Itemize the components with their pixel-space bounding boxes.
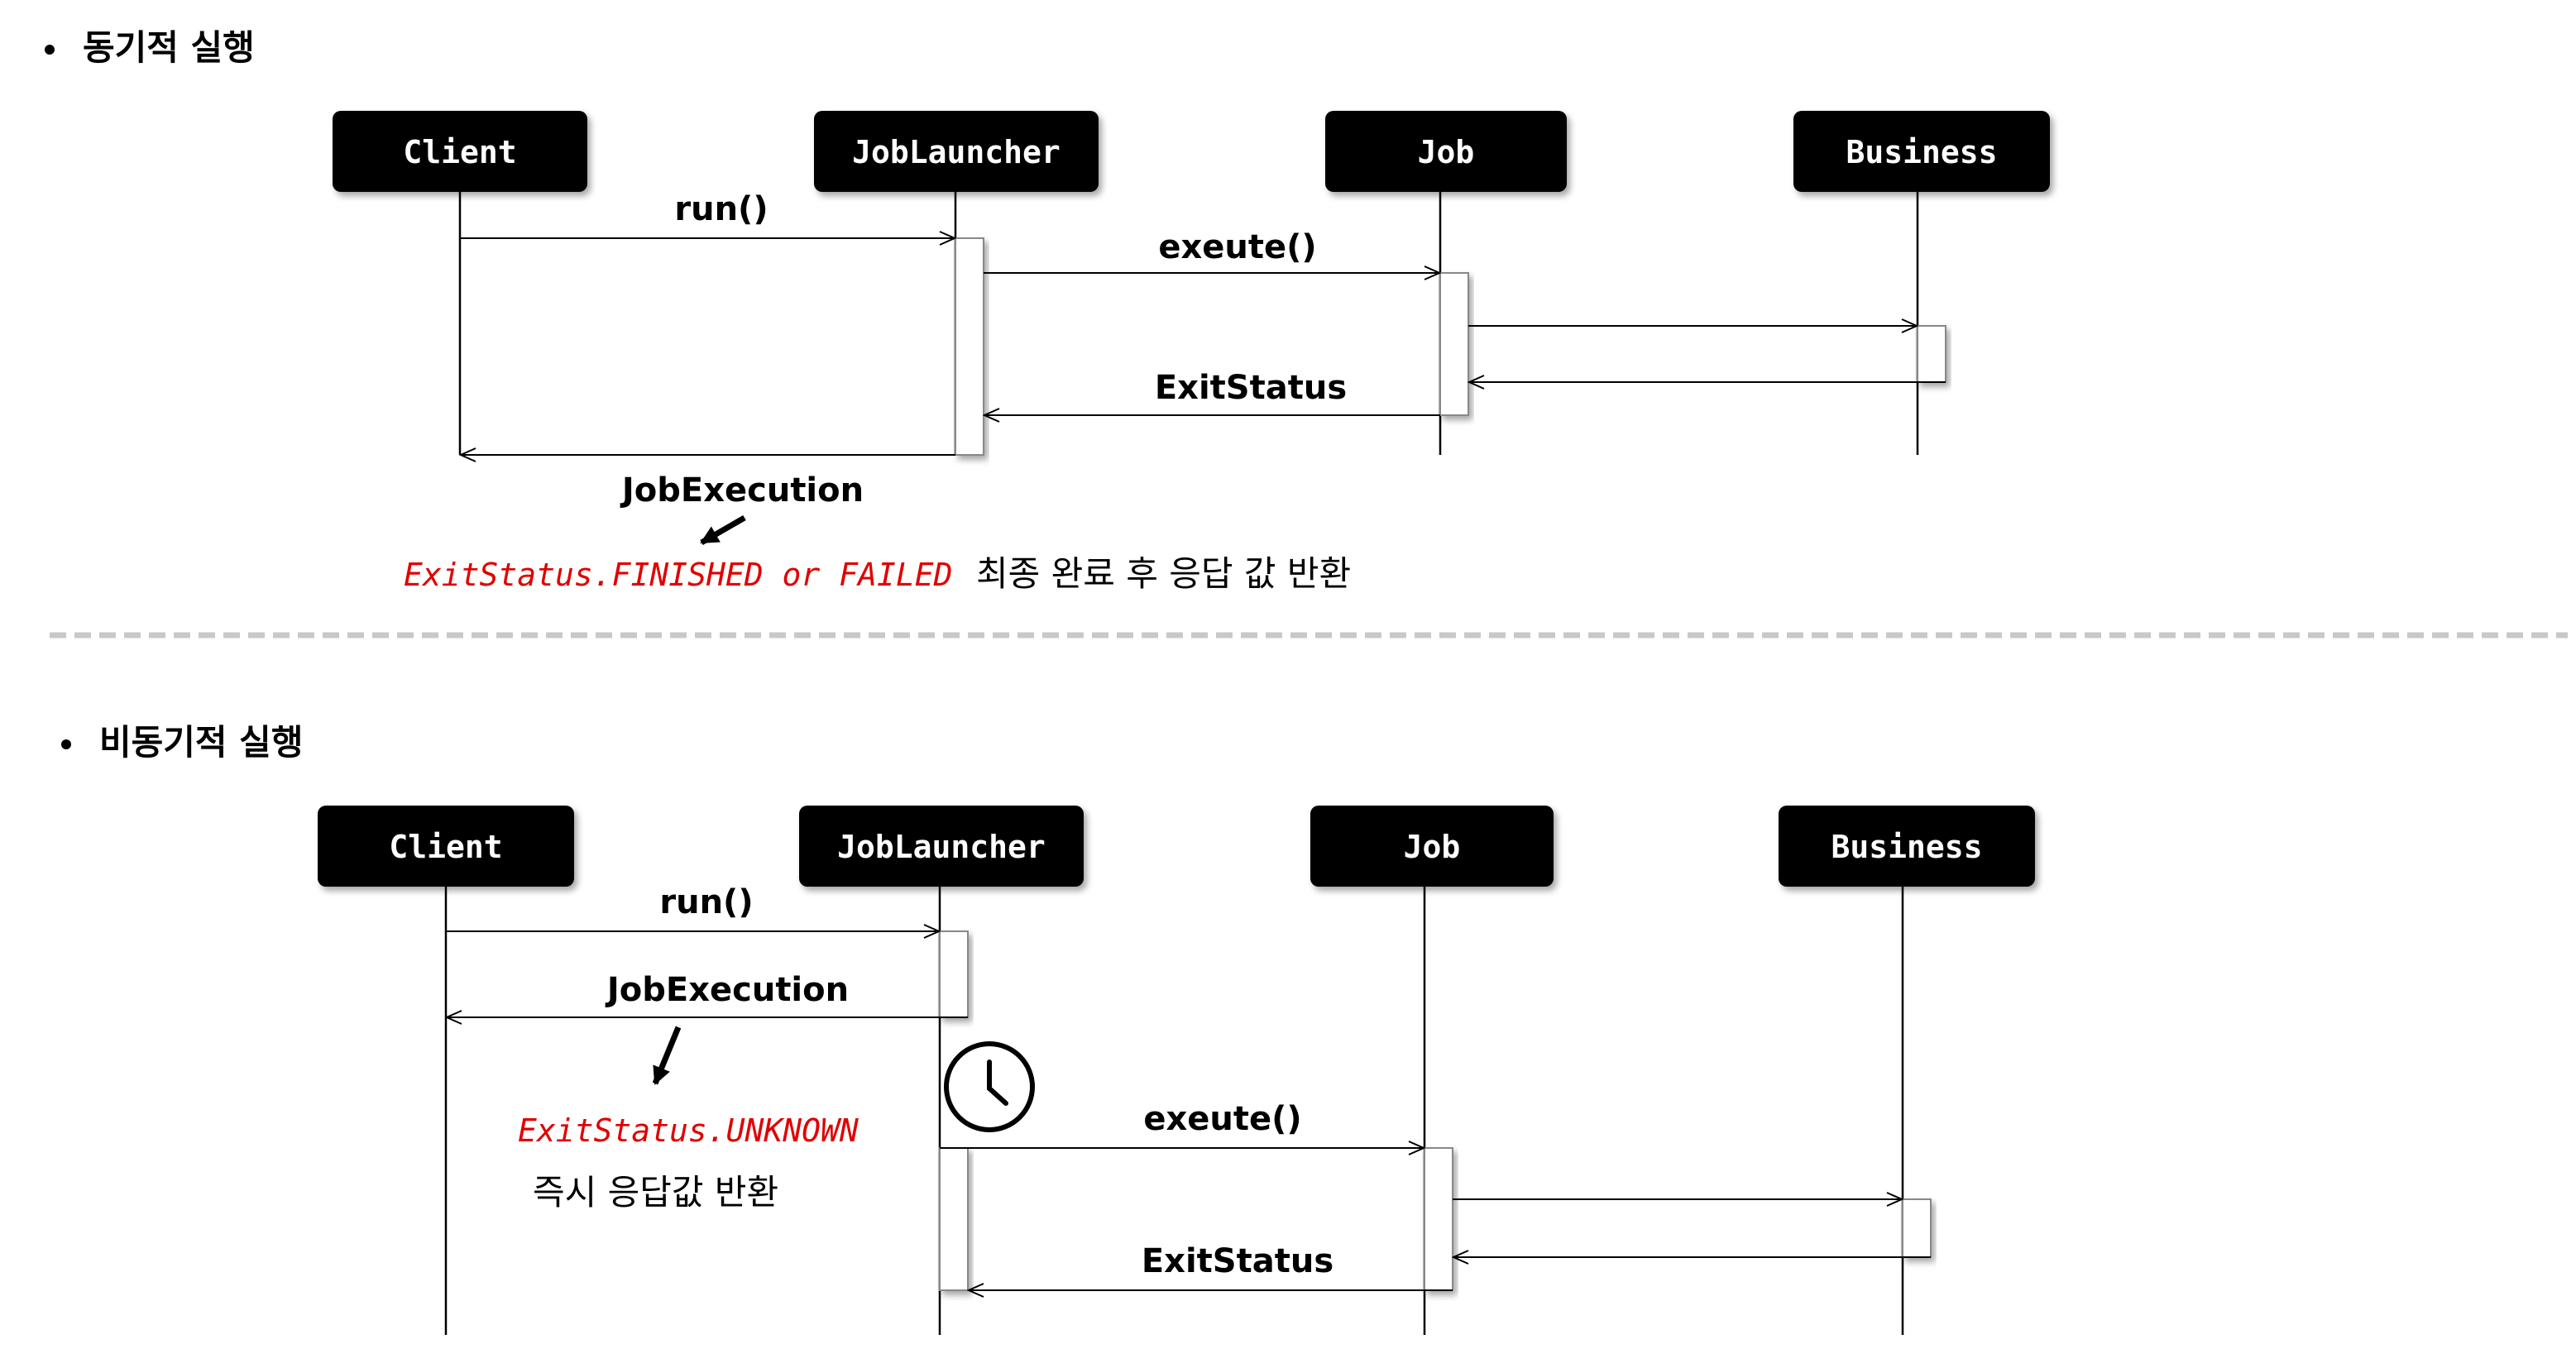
result-note: 즉시 응답값 반환 xyxy=(533,1172,778,1213)
actor-label: Business xyxy=(1846,134,1997,170)
result-note: 최종 완료 후 응답 값 반환 xyxy=(976,553,1351,594)
actor-business: Business xyxy=(1779,806,2035,887)
message-execute-label: exeute() xyxy=(1158,228,1316,266)
actor-client: Client xyxy=(333,111,587,192)
activation-joblauncher xyxy=(955,237,984,456)
actor-job: Job xyxy=(1310,806,1554,887)
actor-business: Business xyxy=(1793,111,2050,192)
activation-business xyxy=(1902,1198,1932,1258)
section-sync: 동기적 실행 Client JobLauncher Job Business r xyxy=(45,27,2050,594)
section-async: 비동기적 실행 Client JobLauncher Job Business xyxy=(61,722,2035,1335)
actor-label: Job xyxy=(1404,829,1461,865)
activation-job xyxy=(1424,1147,1453,1291)
arrow-down-left-icon xyxy=(700,514,746,546)
actor-label: JobLauncher xyxy=(852,134,1061,170)
actor-label: JobLauncher xyxy=(837,829,1046,865)
result-code: ExitStatus.UNKNOWN xyxy=(518,1112,859,1149)
activation-job xyxy=(1439,272,1469,416)
section-title: 비동기적 실행 xyxy=(99,722,303,763)
message-jobexecution-label: JobExecution xyxy=(605,971,849,1009)
clock-icon xyxy=(944,1041,1035,1132)
actor-label: Job xyxy=(1418,134,1475,170)
actor-job: Job xyxy=(1325,111,1567,192)
section-title: 동기적 실행 xyxy=(83,27,255,68)
arrow-down-left-icon xyxy=(652,1026,682,1085)
message-run-label: run() xyxy=(659,883,753,921)
actor-joblauncher: JobLauncher xyxy=(799,806,1084,887)
activation-joblauncher-run xyxy=(939,930,969,1018)
actor-label: Client xyxy=(403,134,516,170)
message-execute-label: exeute() xyxy=(1143,1100,1301,1138)
result-code: ExitStatus.FINISHED or FAILED xyxy=(404,557,952,593)
activation-business xyxy=(1917,325,1946,383)
message-exitstatus-label: ExitStatus xyxy=(1155,369,1347,407)
actor-label: Business xyxy=(1831,829,1982,865)
message-exitstatus-label: ExitStatus xyxy=(1142,1242,1333,1280)
bullet-icon xyxy=(61,739,71,749)
actor-joblauncher: JobLauncher xyxy=(814,111,1099,192)
actor-client: Client xyxy=(318,806,574,887)
message-jobexecution-label: JobExecution xyxy=(620,471,864,509)
actor-label: Client xyxy=(389,829,502,865)
message-run-label: run() xyxy=(674,190,768,228)
activation-joblauncher-execute xyxy=(939,1147,969,1291)
bullet-icon xyxy=(45,45,55,55)
